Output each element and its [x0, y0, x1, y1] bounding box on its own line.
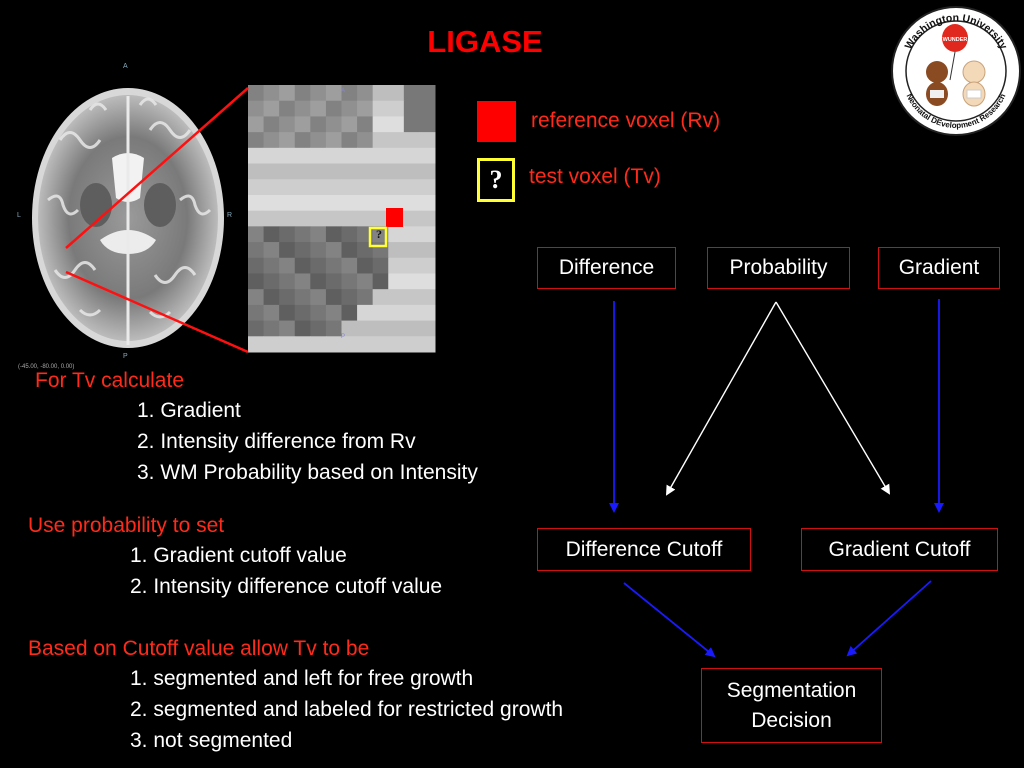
- section-3-heading: Based on Cutoff value allow Tv to be: [28, 637, 370, 660]
- section-1-heading: For Tv calculate: [35, 369, 184, 392]
- segmentation-decision-box: Segmentation Decision: [701, 668, 882, 743]
- test-voxel-marker: [368, 226, 388, 248]
- section-3-item-3: 3. not segmented: [130, 729, 293, 752]
- arrow-probability-to-gradient-cutoff: [775, 301, 891, 495]
- arrow-difference-cutoff-to-decision: [623, 582, 716, 658]
- section-3-item-2: 2. segmented and labeled for restricted …: [130, 698, 564, 721]
- segmentation-line-1: Segmentation: [726, 678, 857, 702]
- connector-line-top: [65, 87, 249, 249]
- difference-cutoff-box: Difference Cutoff: [537, 528, 751, 571]
- slide-title: LIGASE: [427, 24, 543, 59]
- brain-marker-posterior: P: [123, 353, 128, 360]
- test-voxel-symbol: ?: [376, 227, 382, 241]
- section-1-item-1: 1. Gradient: [137, 399, 241, 422]
- section-2-heading: Use probability to set: [28, 514, 225, 537]
- arrow-probability-to-difference-cutoff: [666, 301, 777, 496]
- arrow-gradient-cutoff-to-decision: [846, 580, 932, 657]
- section-2-item-2: 2. Intensity difference cutoff value: [130, 575, 443, 598]
- reference-voxel-marker: [386, 208, 403, 227]
- section-1-item-3: 3. WM Probability based on Intensity: [137, 461, 478, 484]
- logo-balloon-text: WUNDER: [943, 37, 968, 43]
- probability-box: Probability: [707, 247, 850, 289]
- brain-marker-left: L: [17, 212, 21, 219]
- section-1-item-2: 2. Intensity difference from Rv: [137, 430, 416, 453]
- gradient-box: Gradient: [878, 247, 1000, 289]
- reference-voxel-swatch: [477, 101, 516, 142]
- brain-coords: (-45.00, -80.00, 0.00): [18, 364, 75, 370]
- gradient-cutoff-box: Gradient Cutoff: [801, 528, 998, 571]
- connector-line-bottom: [65, 270, 249, 354]
- brain-marker-anterior: A: [123, 63, 128, 70]
- test-voxel-swatch: ?: [477, 158, 515, 202]
- test-voxel-label: test voxel (Tv): [529, 165, 661, 188]
- zoom-marker-posterior: P: [341, 334, 346, 340]
- reference-voxel-label: reference voxel (Rv): [531, 109, 721, 132]
- section-2-item-1: 1. Gradient cutoff value: [130, 544, 347, 567]
- zoom-marker-anterior: A: [341, 88, 346, 94]
- brain-marker-right: R: [227, 212, 233, 219]
- difference-box: Difference: [537, 247, 676, 289]
- section-3-item-1: 1. segmented and left for free growth: [130, 667, 474, 690]
- segmentation-line-2: Decision: [751, 708, 832, 732]
